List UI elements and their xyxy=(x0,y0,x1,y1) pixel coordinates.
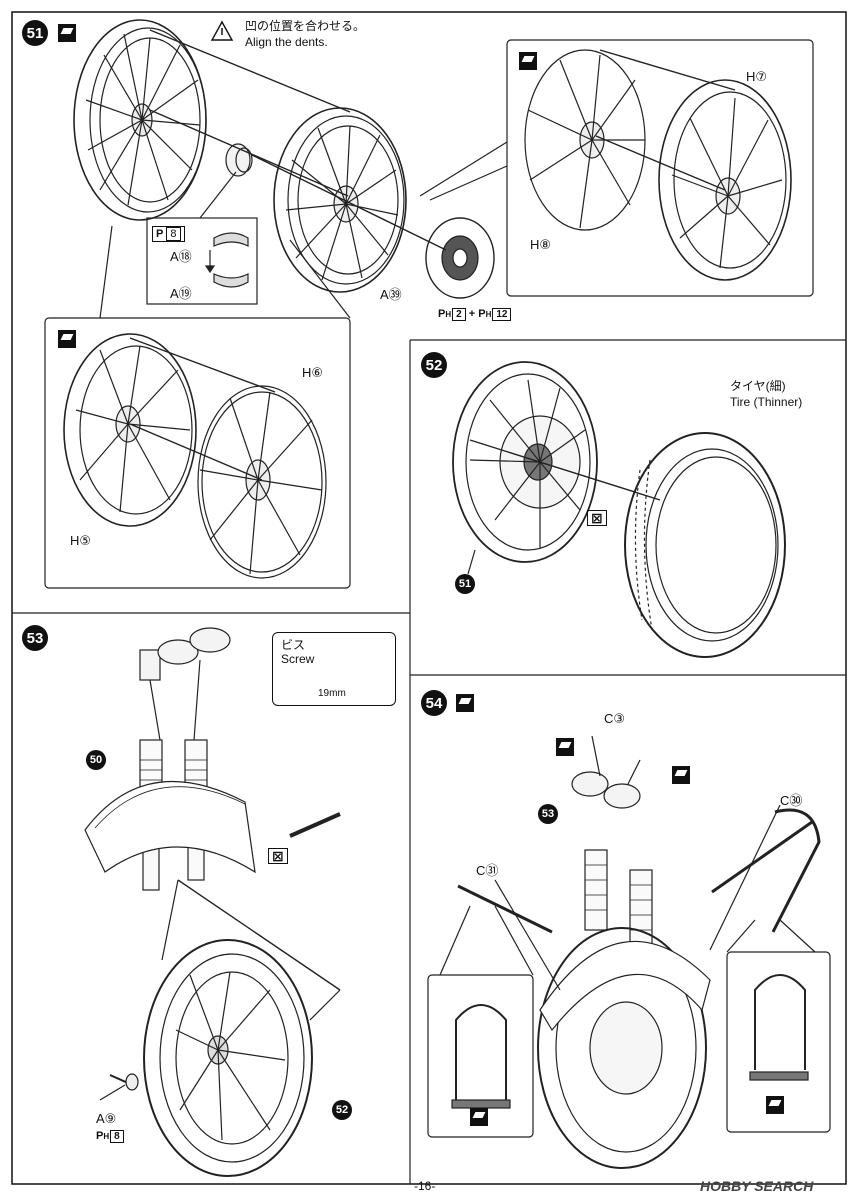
part-h6-label: H⑥ xyxy=(302,365,324,380)
no-cement-icon: ⊠ xyxy=(268,848,288,864)
tire-thinner xyxy=(624,432,786,658)
step-52-number: 52 xyxy=(421,352,447,378)
wheel-frame-h5 xyxy=(63,333,197,527)
tire-label-en: Tire (Thinner) xyxy=(730,395,803,409)
brake-disc xyxy=(425,217,495,299)
part-h7-label: H⑦ xyxy=(746,69,768,84)
step-54-ref-53: 53 xyxy=(538,804,558,824)
part-c30-label: C㉚ xyxy=(780,793,803,808)
cement-icon xyxy=(58,330,76,348)
paint-icon: P xyxy=(478,308,486,320)
paint-chip-number: 8 xyxy=(166,227,181,241)
wheel-52 xyxy=(143,939,313,1177)
step-53-ref-fender-50: 50 xyxy=(86,750,106,770)
wheel-frame-h8 xyxy=(524,49,646,231)
paint-a39-second: 12 xyxy=(492,308,512,321)
part-a39-label: A㊴ xyxy=(380,287,402,302)
page-number: -16- xyxy=(414,1179,436,1193)
hub-collar xyxy=(225,143,253,177)
paint-chip-a18: P 8 xyxy=(152,226,185,242)
screw-label-en: Screw xyxy=(281,652,315,666)
wheel-rim-left xyxy=(73,19,207,221)
tire-label-jp: タイヤ(細) xyxy=(730,379,786,393)
no-cement-icon: ⊠ xyxy=(587,510,607,526)
step-51-number: 51 xyxy=(22,20,48,46)
cement-icon xyxy=(556,738,574,756)
step-51-note-en: Align the dents. xyxy=(245,35,328,49)
wheel-frame-h6 xyxy=(197,385,327,579)
paint-a39-first: 2 xyxy=(452,308,466,321)
fork-assembly-53 xyxy=(571,771,653,951)
front-fender xyxy=(84,781,256,874)
step-53-number: 53 xyxy=(22,625,48,651)
screw-card: ビス Screw 19mm xyxy=(272,632,396,706)
cement-icon xyxy=(672,766,690,784)
wheel-frame-h7 xyxy=(658,79,792,281)
step-51-note-jp: 凹の位置を合わせる。 xyxy=(245,19,366,33)
cement-icon xyxy=(766,1096,784,1114)
part-h8-label: H⑧ xyxy=(530,237,552,252)
screw-label-jp: ビス xyxy=(281,638,306,652)
paint-icon: P xyxy=(96,1130,104,1142)
wheel-assembly-51 xyxy=(452,361,598,563)
part-a18-label: A⑱ xyxy=(170,249,192,264)
cement-icon xyxy=(456,694,474,712)
cement-icon xyxy=(470,1108,488,1126)
cement-icon xyxy=(519,52,537,70)
part-c3-label: C③ xyxy=(604,711,626,726)
part-h5-label: H⑤ xyxy=(70,533,92,548)
paint-a9-number: 8 xyxy=(110,1130,124,1143)
step-53-ref-wheel-52: 52 xyxy=(332,1100,352,1120)
step-54-number: 54 xyxy=(421,690,447,716)
wheel-center xyxy=(273,107,407,293)
screw-part xyxy=(289,812,341,838)
paint-icon: P xyxy=(438,308,446,320)
screw-length: 19mm xyxy=(318,688,346,699)
cement-icon xyxy=(58,24,76,42)
step-52-ref-51: 51 xyxy=(455,574,475,594)
part-a9-label: A⑨ xyxy=(96,1111,117,1126)
paint-icon: P xyxy=(156,228,164,240)
wheel-fender-assembly xyxy=(537,927,711,1169)
part-c31-label: C㉛ xyxy=(476,863,499,878)
part-a19-label: A⑲ xyxy=(170,286,192,301)
hobby-search-watermark: HOBBY SEARCH xyxy=(700,1178,814,1194)
